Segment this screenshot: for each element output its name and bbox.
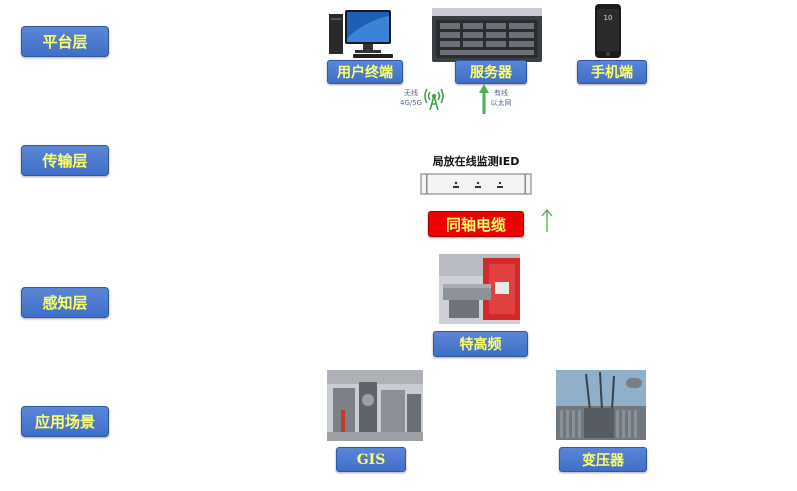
mobile-phone-icon: 10 — [595, 4, 621, 58]
sensing-layer-label: 感知层 — [21, 287, 109, 318]
gis-label: GIS — [336, 447, 406, 472]
uhf-sensor-label: 特高频 — [433, 331, 528, 357]
wired-line2: 以太网 — [490, 99, 512, 107]
desktop-computer-icon — [329, 10, 393, 58]
wireless-antenna-icon — [424, 88, 444, 110]
wired-uplink-arrow-icon — [479, 84, 489, 114]
transport-layer-label: 传输层 — [21, 145, 109, 176]
wireless-line2: 4G/5G — [399, 99, 423, 107]
server-label: 服务器 — [455, 60, 527, 84]
transformer-photo — [556, 370, 646, 440]
platform-layer-label: 平台层 — [21, 26, 109, 57]
svg-text:10: 10 — [604, 14, 613, 22]
uhf-sensor-photo — [439, 254, 520, 324]
wireless-label: 无线 4G/5G — [398, 88, 424, 108]
wired-line1: 有线 — [494, 89, 508, 97]
gis-photo — [327, 370, 423, 441]
user-terminal-label: 用户终端 — [327, 60, 403, 84]
cable-uplink-arrow-icon — [541, 209, 553, 232]
ied-title: 局放在线监测IED — [432, 155, 520, 168]
server-icon — [432, 8, 542, 62]
transformer-label: 变压器 — [559, 447, 647, 472]
ied-device-icon — [420, 173, 532, 195]
application-layer-label: 应用场景 — [21, 406, 109, 437]
wireless-line1: 无线 — [404, 89, 418, 97]
coaxial-cable-label: 同轴电缆 — [428, 211, 524, 237]
mobile-label: 手机端 — [577, 60, 647, 84]
wired-label: 有线 以太网 — [488, 88, 514, 108]
